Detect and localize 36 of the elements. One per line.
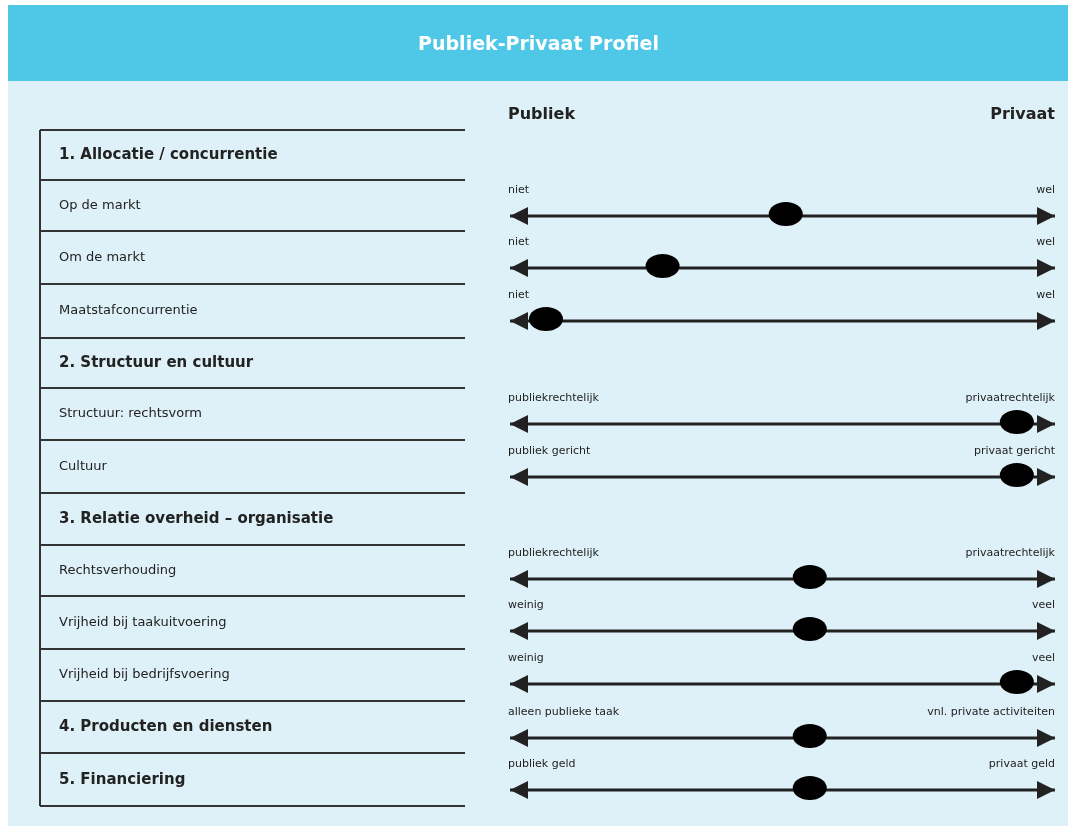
scale-end-label: privaatrechtelijk xyxy=(965,391,1055,404)
scale-end-label: niet xyxy=(508,183,530,196)
scale-end-label: vnl. private activiteiten xyxy=(927,705,1055,718)
row-label: Vrijheid bij taakuitvoering xyxy=(59,613,227,629)
row-label: Op de markt xyxy=(59,196,141,212)
row-heading: 2. Structuur en cultuur xyxy=(59,353,254,371)
title: Publiek-Privaat Profiel xyxy=(417,32,660,54)
row-heading: 1. Allocatie / concurrentie xyxy=(59,145,278,163)
scale-end-label: publiek gericht xyxy=(508,444,591,457)
scale-end-label: publiekrechtelijk xyxy=(508,391,599,404)
scale-end-label: privaat gericht xyxy=(973,444,1055,457)
scale-end-label: veel xyxy=(1031,598,1055,611)
scale-end-heading: Privaat xyxy=(990,104,1055,123)
scale-end-label: niet xyxy=(508,235,530,248)
scale-end-label: niet xyxy=(508,288,530,301)
row-label: Om de markt xyxy=(59,248,145,264)
scale-end-label: publiek geld xyxy=(508,757,576,770)
scale-end-label: weinig xyxy=(508,598,544,611)
row-label: Structuur: rechtsvorm xyxy=(59,405,203,420)
scale-end-label: wel xyxy=(1036,235,1055,248)
row-label: Cultuur xyxy=(59,457,107,473)
scale-end-label: alleen publieke taak xyxy=(508,705,620,718)
scale-end-label: wel xyxy=(1036,288,1055,301)
row-heading: 4. Producten en diensten xyxy=(59,717,273,735)
row-heading: 3. Relatie overheid – organisatie xyxy=(59,509,334,527)
scale-end-label: publiekrechtelijk xyxy=(508,546,599,559)
row-label: Vrijheid bij bedrijfsvoering xyxy=(59,666,230,681)
scale-end-label: veel xyxy=(1031,651,1055,664)
row-label: Maatstafconcurrentie xyxy=(59,302,198,317)
scale-end-heading: Publiek xyxy=(508,104,576,123)
scale-end-label: wel xyxy=(1036,183,1055,196)
scale-end-label: privaat geld xyxy=(988,757,1055,770)
scale-end-label: weinig xyxy=(508,651,544,664)
row-label: Rechtsverhouding xyxy=(59,561,177,577)
scale-end-label: privaatrechtelijk xyxy=(965,546,1055,559)
row-heading: 5. Financiering xyxy=(59,769,186,788)
